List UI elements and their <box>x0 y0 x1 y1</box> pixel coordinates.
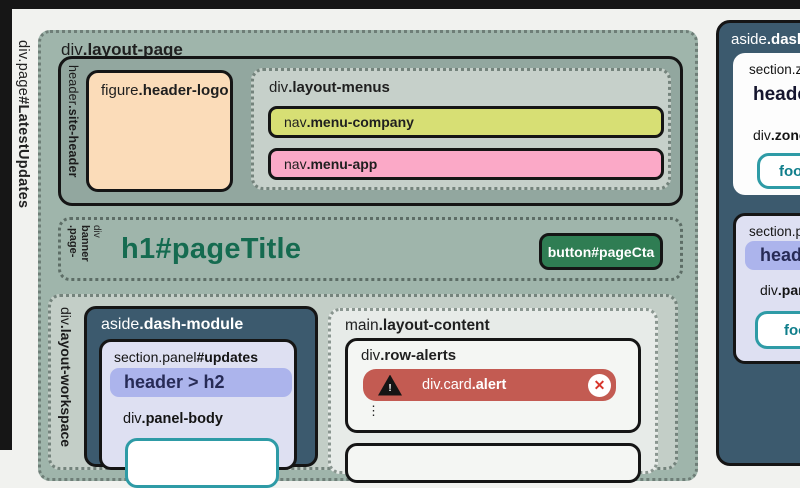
layout-page-label: div.layout-page <box>61 40 183 60</box>
tag-part: section.panel <box>114 349 197 365</box>
banner-label-col3: div <box>91 225 102 238</box>
right-dash-module-label: aside.dash-module <box>731 31 800 48</box>
menu-company-bar[interactable]: nav.menu-company <box>268 106 664 138</box>
class-part: .alert <box>471 377 507 393</box>
class-part: .layout-content <box>378 317 490 334</box>
page-title: h1#pageTitle <box>121 232 302 265</box>
page-cta-button[interactable]: button#pageCta <box>539 233 663 270</box>
tag-part: div <box>269 79 289 96</box>
layout-page-box: div.layout-page header.site-header figur… <box>38 30 698 488</box>
right-panel-label: section.panel <box>749 224 800 239</box>
menu-app-bar[interactable]: nav.menu-app <box>268 148 664 180</box>
layout-content-label: main.layout-content <box>345 317 490 335</box>
zone-section-label: section.zone <box>749 62 800 77</box>
dash-module-box: aside.dash-module section.panel#updates … <box>84 306 318 488</box>
warning-icon: ! <box>378 374 402 396</box>
layout-workspace-box: div.layout-workspace aside.dash-module s… <box>48 294 678 488</box>
class-part: .layout-page <box>82 40 183 59</box>
right-panel-footer-pill: footer <box>755 311 800 349</box>
class-part: .menu-app <box>306 156 378 172</box>
class-part: .zone-body <box>770 127 800 143</box>
close-icon[interactable]: ✕ <box>588 373 611 397</box>
tag-part: div <box>753 127 771 143</box>
tag-part: main <box>345 317 379 334</box>
panel-body-label: div.panel-body <box>123 411 223 427</box>
right-dash-module-box: aside.dash-module section.zone header > … <box>716 20 800 466</box>
tag-part: div <box>58 307 74 325</box>
alerts-ellipsis: ⋮ <box>367 403 380 418</box>
tag-part: nav <box>284 156 307 172</box>
class-part: .layout-workspace <box>58 324 74 448</box>
class-part: .dash-module <box>766 31 800 48</box>
tag-part: div <box>361 347 381 364</box>
tag-part: figure <box>101 82 139 99</box>
row-alerts-label: div.row-alerts <box>361 347 456 364</box>
class-part: .panel-body <box>777 282 800 298</box>
tag-part: aside <box>731 31 767 48</box>
panel-updates-label: section.panel#updates <box>114 349 258 365</box>
next-row-box <box>345 443 641 483</box>
frame-top-bar <box>0 0 800 9</box>
zone-section-box: section.zone header > h2 div.zone-body f… <box>733 53 800 195</box>
right-panel-section-box: section.panel header > h2 div.panel-body… <box>733 213 800 364</box>
zone-body-label: div.zone-body <box>753 127 800 143</box>
panel-header-pill: header > h2 <box>110 368 292 397</box>
tag-part: div <box>61 40 83 59</box>
class-part: .menu-company <box>306 114 414 130</box>
tag-part: nav <box>284 114 307 130</box>
site-header-label: header.site-header <box>66 65 80 178</box>
root-tag: div.page <box>15 40 31 97</box>
dash-module-label: aside.dash-module <box>101 316 243 334</box>
header-logo-box: figure.header-logo <box>86 70 233 192</box>
right-panel-header-pill: header > h2 <box>745 241 800 270</box>
tag-part: div <box>760 282 778 298</box>
layout-menus-label: div.layout-menus <box>269 79 390 96</box>
banner-label-col2: banner <box>79 225 91 262</box>
class-part: .row-alerts <box>380 347 457 364</box>
class-part: .site-header <box>66 105 80 178</box>
frame-left-bar <box>0 0 12 450</box>
zone-header: header > h2 <box>753 84 800 105</box>
id-part: #updates <box>196 349 258 365</box>
panel-updates-box: section.panel#updates header > h2 div.pa… <box>99 339 297 488</box>
alert-card: ! div.card.alert ✕ <box>363 369 616 401</box>
panel-card <box>125 438 279 488</box>
tag-part: div.card <box>422 377 472 393</box>
layout-workspace-label: div.layout-workspace <box>58 307 74 447</box>
layout-menus-box: div.layout-menus nav.menu-company nav.me… <box>251 68 671 190</box>
zone-footer-pill: footer <box>757 153 800 189</box>
root-id: #LatestUpdates <box>15 96 31 209</box>
alert-label: div.card.alert <box>422 377 506 393</box>
row-alerts-box: div.row-alerts ! div.card.alert ✕ ⋮ <box>345 338 641 433</box>
tag-part: aside <box>101 316 140 333</box>
class-part: .dash-module <box>139 316 244 333</box>
class-part: .layout-menus <box>288 79 390 96</box>
right-panel-body-label: div.panel-body <box>760 282 800 298</box>
header-logo-label: figure.header-logo <box>101 82 229 99</box>
layout-content-box: main.layout-content div.row-alerts ! div… <box>328 308 658 483</box>
class-part: .panel-body <box>141 411 223 427</box>
class-part: .header-logo <box>138 82 229 99</box>
tag-part: div <box>123 411 142 427</box>
page-root-label: div.page#LatestUpdates <box>15 40 31 208</box>
site-header-box: header.site-header figure.header-logo di… <box>58 56 683 206</box>
tag-part: header <box>66 65 80 106</box>
banner-label-col1: .page- <box>67 225 79 258</box>
